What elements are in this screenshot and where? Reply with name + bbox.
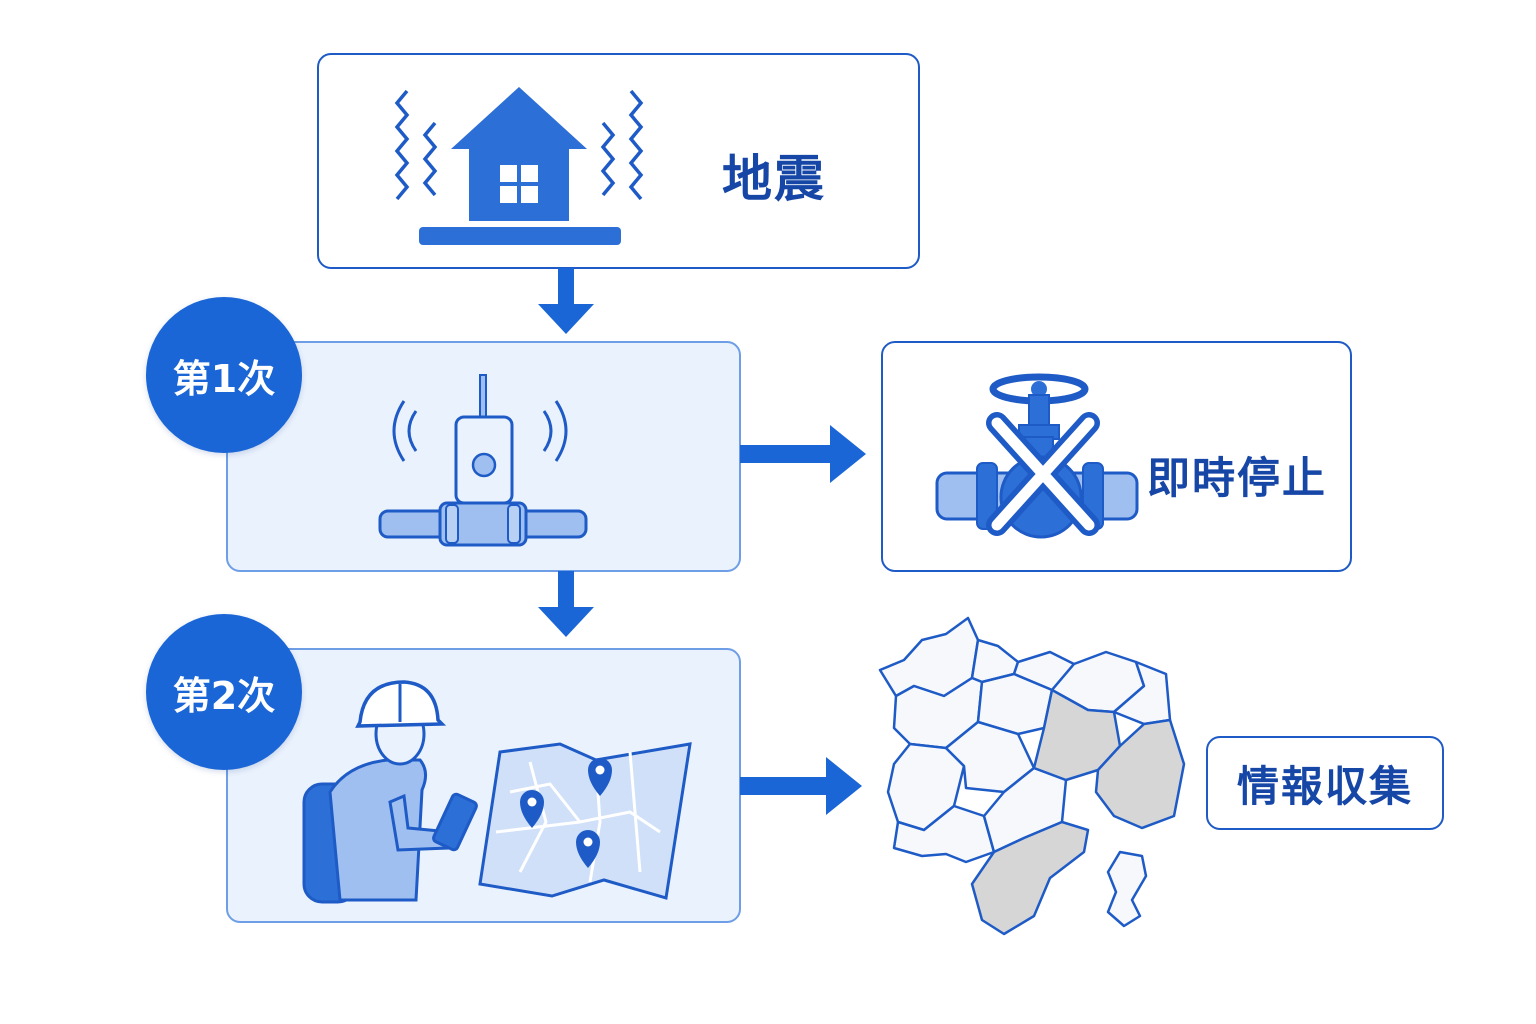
worker-with-map-icon [302, 680, 692, 904]
stage1-result-label: 即時停止 [1147, 454, 1327, 504]
valve-stop-icon [935, 373, 1139, 539]
stage2-result-label: 情報収集 [1236, 761, 1413, 811]
earthquake-label: 地震 [722, 150, 826, 208]
stage1-badge: 第1次 [146, 297, 302, 453]
arrow-right-1 [740, 425, 866, 483]
stage1-box [226, 341, 741, 572]
stage2-box [226, 648, 741, 923]
house-shaking-icon [394, 87, 644, 245]
arrow-right-2 [740, 757, 862, 815]
seismic-sensor-on-pipe-icon [378, 374, 588, 547]
stage2-result-tag: 情報収集 [1206, 736, 1444, 830]
stage2-badge: 第2次 [146, 614, 302, 770]
stage1-result-box: 即時停止 [881, 341, 1352, 572]
arrow-down-1 [538, 268, 594, 334]
earthquake-box: 地震 [317, 53, 920, 269]
arrow-down-2 [538, 571, 594, 637]
district-map-icon [878, 616, 1186, 936]
